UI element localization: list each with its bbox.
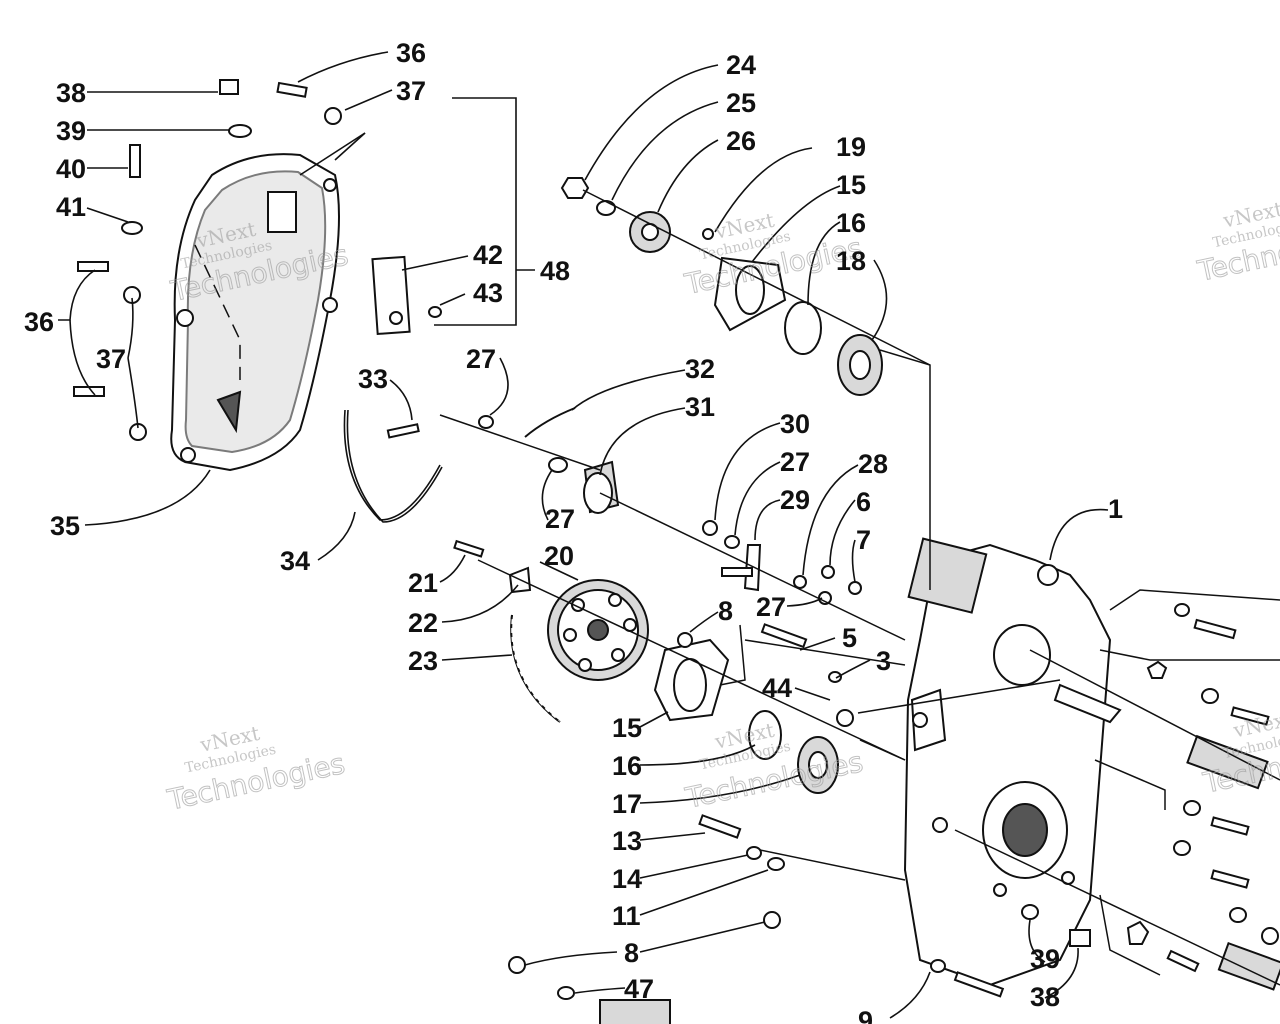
callout-22: 22 [408,608,438,638]
right-side-hardware [1146,603,1280,991]
callout-27-mid: 27 [545,504,575,534]
callout-18: 18 [836,246,866,276]
callout-1: 1 [1108,494,1123,524]
callout-38-low: 38 [1030,982,1060,1012]
callout-20: 20 [544,541,574,571]
callout-44: 44 [762,673,792,703]
callout-21: 21 [408,568,438,598]
assembly-centerlines [439,189,1280,986]
callout-33: 33 [358,364,388,394]
callout-11: 11 [612,901,641,931]
callout-16-upper: 16 [836,208,866,238]
lower-hardware [599,904,1200,1024]
tensioner-parts [343,407,620,523]
chaincase-cover [170,153,340,472]
callout-41: 41 [56,192,86,222]
watermark-bottom-left: vNext Technologies Technologies [163,721,348,817]
callout-36-left: 36 [24,307,54,337]
bracket-plate [371,255,442,336]
callout-36-top: 36 [396,38,426,68]
callout-7: 7 [856,525,871,555]
callout-39-top: 39 [56,116,86,146]
callout-5: 5 [842,623,857,653]
callout-25: 25 [726,88,756,118]
callout-labels: 36 37 38 39 40 41 42 43 48 36 37 35 34 3… [24,38,1123,1024]
callout-27-low: 27 [756,592,786,622]
callout-40: 40 [56,154,86,184]
callout-38-top: 38 [56,78,86,108]
callout-42: 42 [473,240,503,270]
center-fasteners [508,520,862,1000]
callout-31: 31 [685,392,715,422]
upper-shaft-assembly [560,177,883,396]
callout-26: 26 [726,126,756,156]
callout-29: 29 [780,485,810,515]
watermark-top-right: vNext Technologies Technologies [1194,197,1280,289]
callout-15-upper: 15 [836,170,866,200]
callout-15-lower: 15 [612,713,642,743]
callout-3: 3 [876,646,891,676]
callout-16-lower: 16 [612,751,642,781]
callout-32: 32 [685,354,715,384]
callout-27-upper: 27 [466,344,496,374]
callout-35: 35 [50,511,80,541]
callout-6: 6 [856,487,871,517]
leader-lines [58,51,1109,1019]
lower-bearing-assembly [653,632,839,794]
callout-8-low: 8 [624,938,639,968]
callout-30: 30 [780,409,810,439]
callout-37-top: 37 [396,76,426,106]
callout-37-left: 37 [96,344,126,374]
callout-34: 34 [280,546,310,576]
callout-13: 13 [612,826,642,856]
callout-48: 48 [540,256,570,286]
callout-47: 47 [624,974,654,1004]
callout-14: 14 [612,864,642,894]
callout-23: 23 [408,646,438,676]
callout-24: 24 [726,50,756,80]
callout-17: 17 [612,789,642,819]
callout-8-mid: 8 [718,596,733,626]
callout-27-right: 27 [780,447,810,477]
callout-9: 9 [858,1006,873,1024]
chaincase-housing [903,537,1122,987]
callout-43: 43 [473,278,503,308]
callout-28: 28 [858,449,888,479]
callout-39-low: 39 [1030,944,1060,974]
callout-19: 19 [836,132,866,162]
